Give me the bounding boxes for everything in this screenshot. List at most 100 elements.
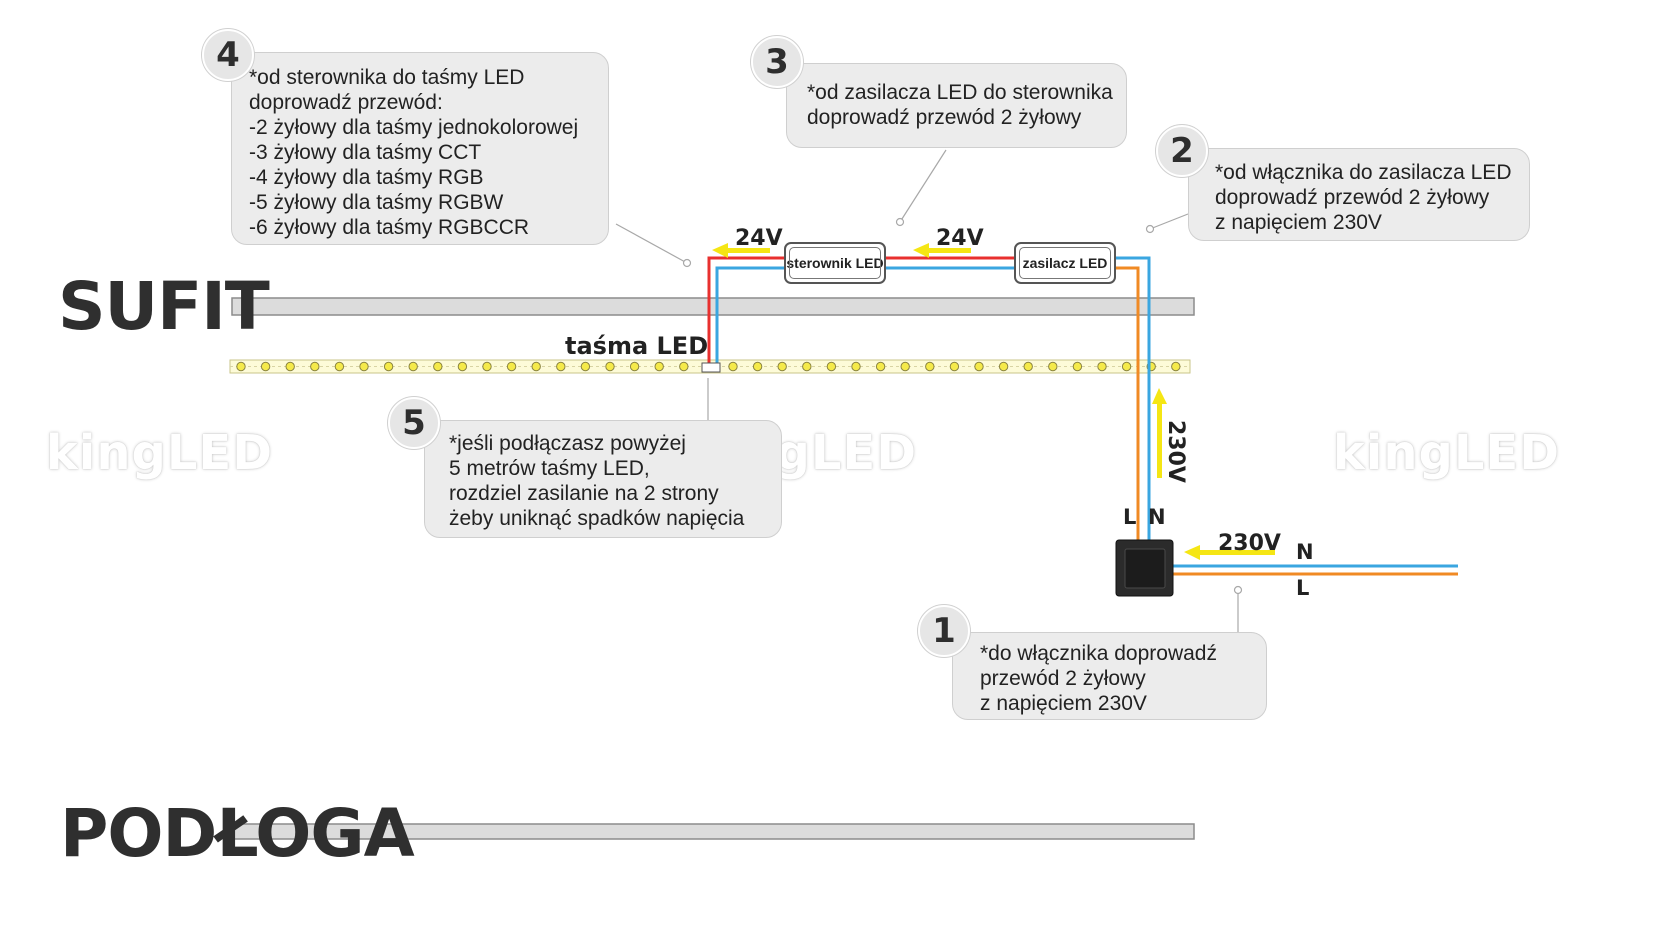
arrow-24v-psu (913, 243, 971, 258)
note-2-badge: 2 (1156, 125, 1208, 177)
led-dot (777, 361, 787, 372)
note-5-line: rozdziel zasilanie na 2 strony (449, 482, 719, 505)
led-dot (1048, 361, 1058, 372)
note-5-badge: 5 (388, 397, 440, 449)
note-4-line: doprowadź przewód: (249, 91, 443, 114)
voltage-arrows (712, 243, 1275, 560)
note-5-line: żeby uniknąć spadków napięcia (449, 507, 745, 530)
note-4: *od sterownika do taśmy LED doprowadź pr… (231, 52, 609, 245)
leader-dot-3 (895, 217, 905, 227)
led-dot (752, 361, 763, 372)
note-5-line: 5 metrów taśmy LED, (449, 457, 650, 480)
led-dot (506, 361, 517, 372)
led-dot (679, 361, 689, 372)
led-dot (728, 361, 738, 372)
note-4-line: -6 żyłowy dla taśmy RGBCCR (249, 216, 530, 239)
note-1-badge: 1 (918, 605, 970, 657)
leader-dot-4 (682, 258, 692, 268)
leader-note-3 (899, 149, 947, 223)
led-dot (1121, 361, 1132, 372)
led-dot (408, 361, 418, 372)
wire-neutral-to-psu (1112, 256, 1151, 542)
note-2-line: doprowadź przewód 2 żyłowy (1215, 186, 1490, 209)
watermark-left: kingLED (46, 425, 274, 481)
led-dot (1097, 361, 1107, 372)
ceiling-label: SUFIT (58, 268, 270, 345)
note-4-line: -4 żyłowy dla taśmy RGB (249, 166, 484, 189)
led-dot (974, 361, 984, 372)
led-dot (605, 361, 615, 372)
callout-leaders (615, 149, 1243, 632)
note-3-line: *od zasilacza LED do sterownika (807, 81, 1113, 104)
note-1-line: *do włącznika doprowadź (980, 642, 1217, 665)
switch-rocker (1124, 548, 1166, 589)
led-dot (654, 361, 664, 372)
leader-note-2 (1149, 213, 1189, 230)
led-dot (236, 361, 246, 372)
wire-phase-to-psu (1112, 266, 1140, 542)
leader-dot-1 (1233, 585, 1243, 595)
led-dot (482, 361, 492, 372)
note-4-line: *od sterownika do taśmy LED (249, 66, 525, 89)
psu-box: zasilacz LED (1014, 242, 1116, 284)
led-dot (998, 361, 1009, 372)
led-dot (310, 361, 320, 372)
strip-connector (701, 362, 721, 373)
psu-box-inner (1019, 247, 1111, 279)
led-dot (334, 361, 345, 372)
led-dot (900, 361, 910, 372)
note-3-line: doprowadź przewód 2 żyłowy (807, 106, 1082, 129)
led-dot (359, 361, 369, 372)
led-dot (260, 361, 271, 372)
voltage-feed-vertical: 230V (1163, 420, 1188, 483)
arrow-230v-switch (1184, 545, 1275, 560)
led-dot (556, 361, 566, 372)
wire-controller-strip-red (707, 256, 786, 364)
note-3-badge: 3 (751, 36, 803, 88)
note-2: *od włącznika do zasilacza LED doprowadź… (1188, 148, 1530, 241)
led-dot (826, 361, 837, 372)
led-dot (875, 361, 886, 372)
controller-box: sterownik LED (784, 242, 886, 284)
wires (707, 256, 1458, 576)
note-1-line: przewód 2 żyłowy (980, 667, 1146, 690)
controller-box-inner (789, 247, 881, 279)
leader-note-4 (615, 223, 688, 264)
led-dot (851, 361, 861, 372)
note-4-badge: 4 (202, 29, 254, 81)
wire-tag-n-mains: N (1296, 540, 1314, 564)
led-dot (925, 361, 935, 372)
note-4-line: -3 żyłowy dla taśmy CCT (249, 141, 482, 164)
wire-tag-l-mains: L (1296, 576, 1310, 600)
voltage-controller-out: 24V (735, 226, 783, 251)
led-dot (1171, 361, 1181, 372)
note-4-line: -5 żyłowy dla taśmy RGBW (249, 191, 504, 214)
led-dot (285, 361, 295, 372)
voltage-switch-in: 230V (1218, 531, 1281, 556)
led-dots (236, 361, 1181, 372)
note-5-line: *jeśli podłączasz powyżej (449, 432, 686, 455)
led-dot (1023, 361, 1033, 372)
led-dot (433, 361, 443, 372)
ceiling-bar (231, 297, 1195, 316)
note-2-line: *od włącznika do zasilacza LED (1215, 161, 1512, 184)
voltage-psu-out: 24V (936, 226, 984, 251)
floor-bar (231, 823, 1195, 840)
led-dot (629, 361, 640, 372)
note-4-line: -2 żyłowy dla taśmy jednokolorowej (249, 116, 579, 139)
led-dot (1072, 361, 1083, 372)
note-3: *od zasilacza LED do sterownika doprowad… (786, 63, 1127, 148)
leader-dot-2 (1145, 224, 1155, 234)
led-dot (531, 361, 541, 372)
watermark-right: kingLED (1333, 425, 1561, 481)
wire-controller-strip-blue (715, 266, 786, 364)
led-dot (457, 361, 468, 372)
floor-label: PODŁOGA (60, 795, 415, 872)
led-dot (580, 361, 591, 372)
note-1: *do włącznika doprowadź przewód 2 żyłowy… (952, 632, 1267, 720)
led-dot (949, 361, 960, 372)
arrow-24v-controller (712, 243, 770, 258)
wire-tag-l-vertical: L (1123, 505, 1137, 529)
